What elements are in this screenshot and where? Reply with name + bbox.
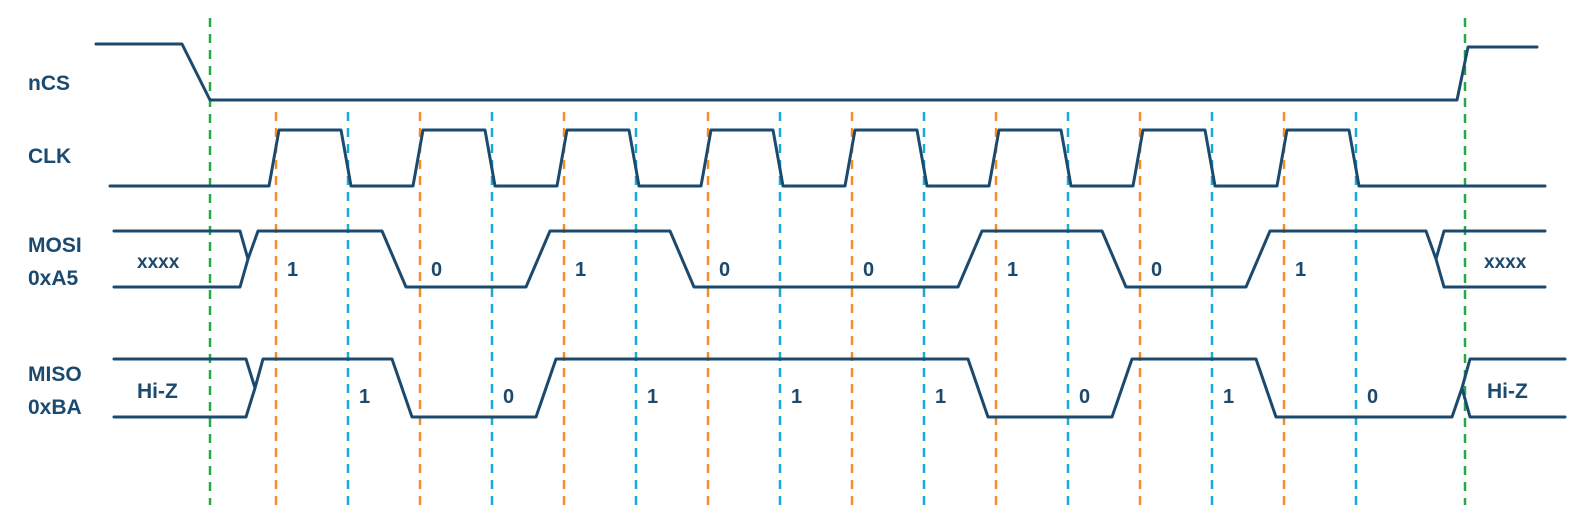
timing-guide-lines <box>208 18 1467 505</box>
mosi-bit-label: 1 <box>1295 259 1306 281</box>
miso-bit-labels: 1 0 1 1 1 0 1 0 <box>359 386 1378 408</box>
miso-idle-after: Hi-Z <box>1487 380 1528 403</box>
miso-bit-label: 0 <box>1079 386 1090 408</box>
mosi-value-label: 0xA5 <box>28 267 79 290</box>
miso-bit-label: 0 <box>503 386 514 408</box>
mosi-bit-label: 0 <box>719 259 730 281</box>
ncs-waveform <box>94 42 1539 102</box>
miso-bit-label: 1 <box>647 386 658 408</box>
mosi-label: MOSI <box>28 234 82 257</box>
miso-waveform <box>112 357 1567 419</box>
mosi-bit-label: 0 <box>431 259 442 281</box>
clk-label: CLK <box>28 145 71 168</box>
clk-waveform <box>108 128 1547 188</box>
mosi-bit-label: 0 <box>863 259 874 281</box>
mosi-bit-label: 1 <box>1007 259 1018 281</box>
mosi-waveform <box>112 229 1547 289</box>
miso-bit-label: 1 <box>935 386 946 408</box>
mosi-idle-before: xxxx <box>137 252 180 273</box>
miso-idle-before: Hi-Z <box>137 380 178 403</box>
miso-value-label: 0xBA <box>28 396 82 419</box>
mosi-bit-label: 1 <box>287 259 298 281</box>
miso-bit-label: 0 <box>1367 386 1378 408</box>
mosi-idle-after: xxxx <box>1484 252 1527 273</box>
miso-bit-label: 1 <box>791 386 802 408</box>
mosi-bit-labels: 1 0 1 0 0 1 0 1 <box>287 259 1306 281</box>
ncs-label: nCS <box>28 72 70 95</box>
miso-bit-label: 1 <box>1223 386 1234 408</box>
miso-label: MISO <box>28 363 82 386</box>
miso-bit-label: 1 <box>359 386 370 408</box>
mosi-bit-label: 1 <box>575 259 586 281</box>
mosi-bit-label: 0 <box>1151 259 1162 281</box>
